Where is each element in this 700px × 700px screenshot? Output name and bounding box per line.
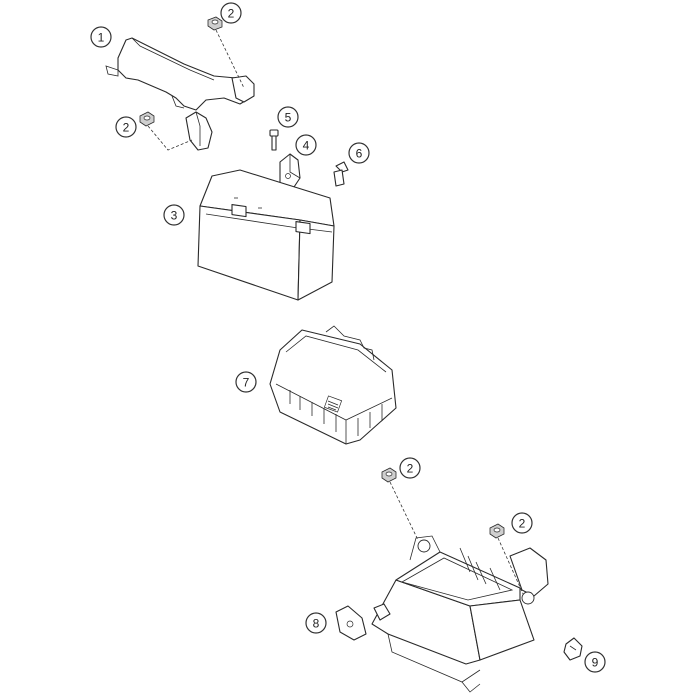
callout-label: 1 [98,31,105,45]
callout-circle [399,457,421,479]
callout-label: 2 [407,462,414,476]
callout-c2a: 2 [220,2,242,24]
callout-label: 2 [519,517,526,531]
callout-label: 9 [592,656,599,670]
callout-circle [115,116,137,138]
callout-layer: 1 2 2 54 6 3 7 2 2 8 9 [90,2,606,673]
callout-circle [220,2,242,24]
callout-circle [295,134,317,156]
callout-c8: 8 [305,612,327,634]
part-8-battery-holder [335,535,549,693]
callout-c2b: 2 [115,116,137,138]
part-6-bolt [333,161,349,187]
part-2-nut-right [489,523,505,539]
callout-c5: 5 [277,106,299,128]
callout-label: 8 [313,617,320,631]
part-1-bracket [105,37,255,151]
part-2-nut-left [139,111,155,127]
callout-circle [163,204,185,226]
callout-c7: 7 [235,371,257,393]
callout-label: 2 [228,7,235,21]
callout-c3: 3 [163,204,185,226]
callout-c1: 1 [90,26,112,48]
callout-label: 6 [356,147,363,161]
callout-label: 4 [303,139,310,153]
callout-label: 2 [123,121,130,135]
callout-circle [277,106,299,128]
callout-circle [235,371,257,393]
callout-c2d: 2 [511,512,533,534]
callout-label: 3 [171,209,178,223]
callout-circle [348,142,370,164]
callout-c4: 4 [295,134,317,156]
callout-circle [584,651,606,673]
callout-c6: 6 [348,142,370,164]
part-7-battery-cover [269,325,397,445]
callout-label: 7 [243,376,250,390]
callout-circle [90,26,112,48]
callout-circle [511,512,533,534]
part-9-clip [563,637,583,661]
callout-circle [305,612,327,634]
part-3-battery [197,169,335,301]
callout-label: 5 [285,111,292,125]
part-2-nut-mid [381,467,397,483]
part-5-screw [269,129,279,151]
callout-c9: 9 [584,651,606,673]
part-2-nut-top [207,16,223,31]
callout-c2c: 2 [399,457,421,479]
